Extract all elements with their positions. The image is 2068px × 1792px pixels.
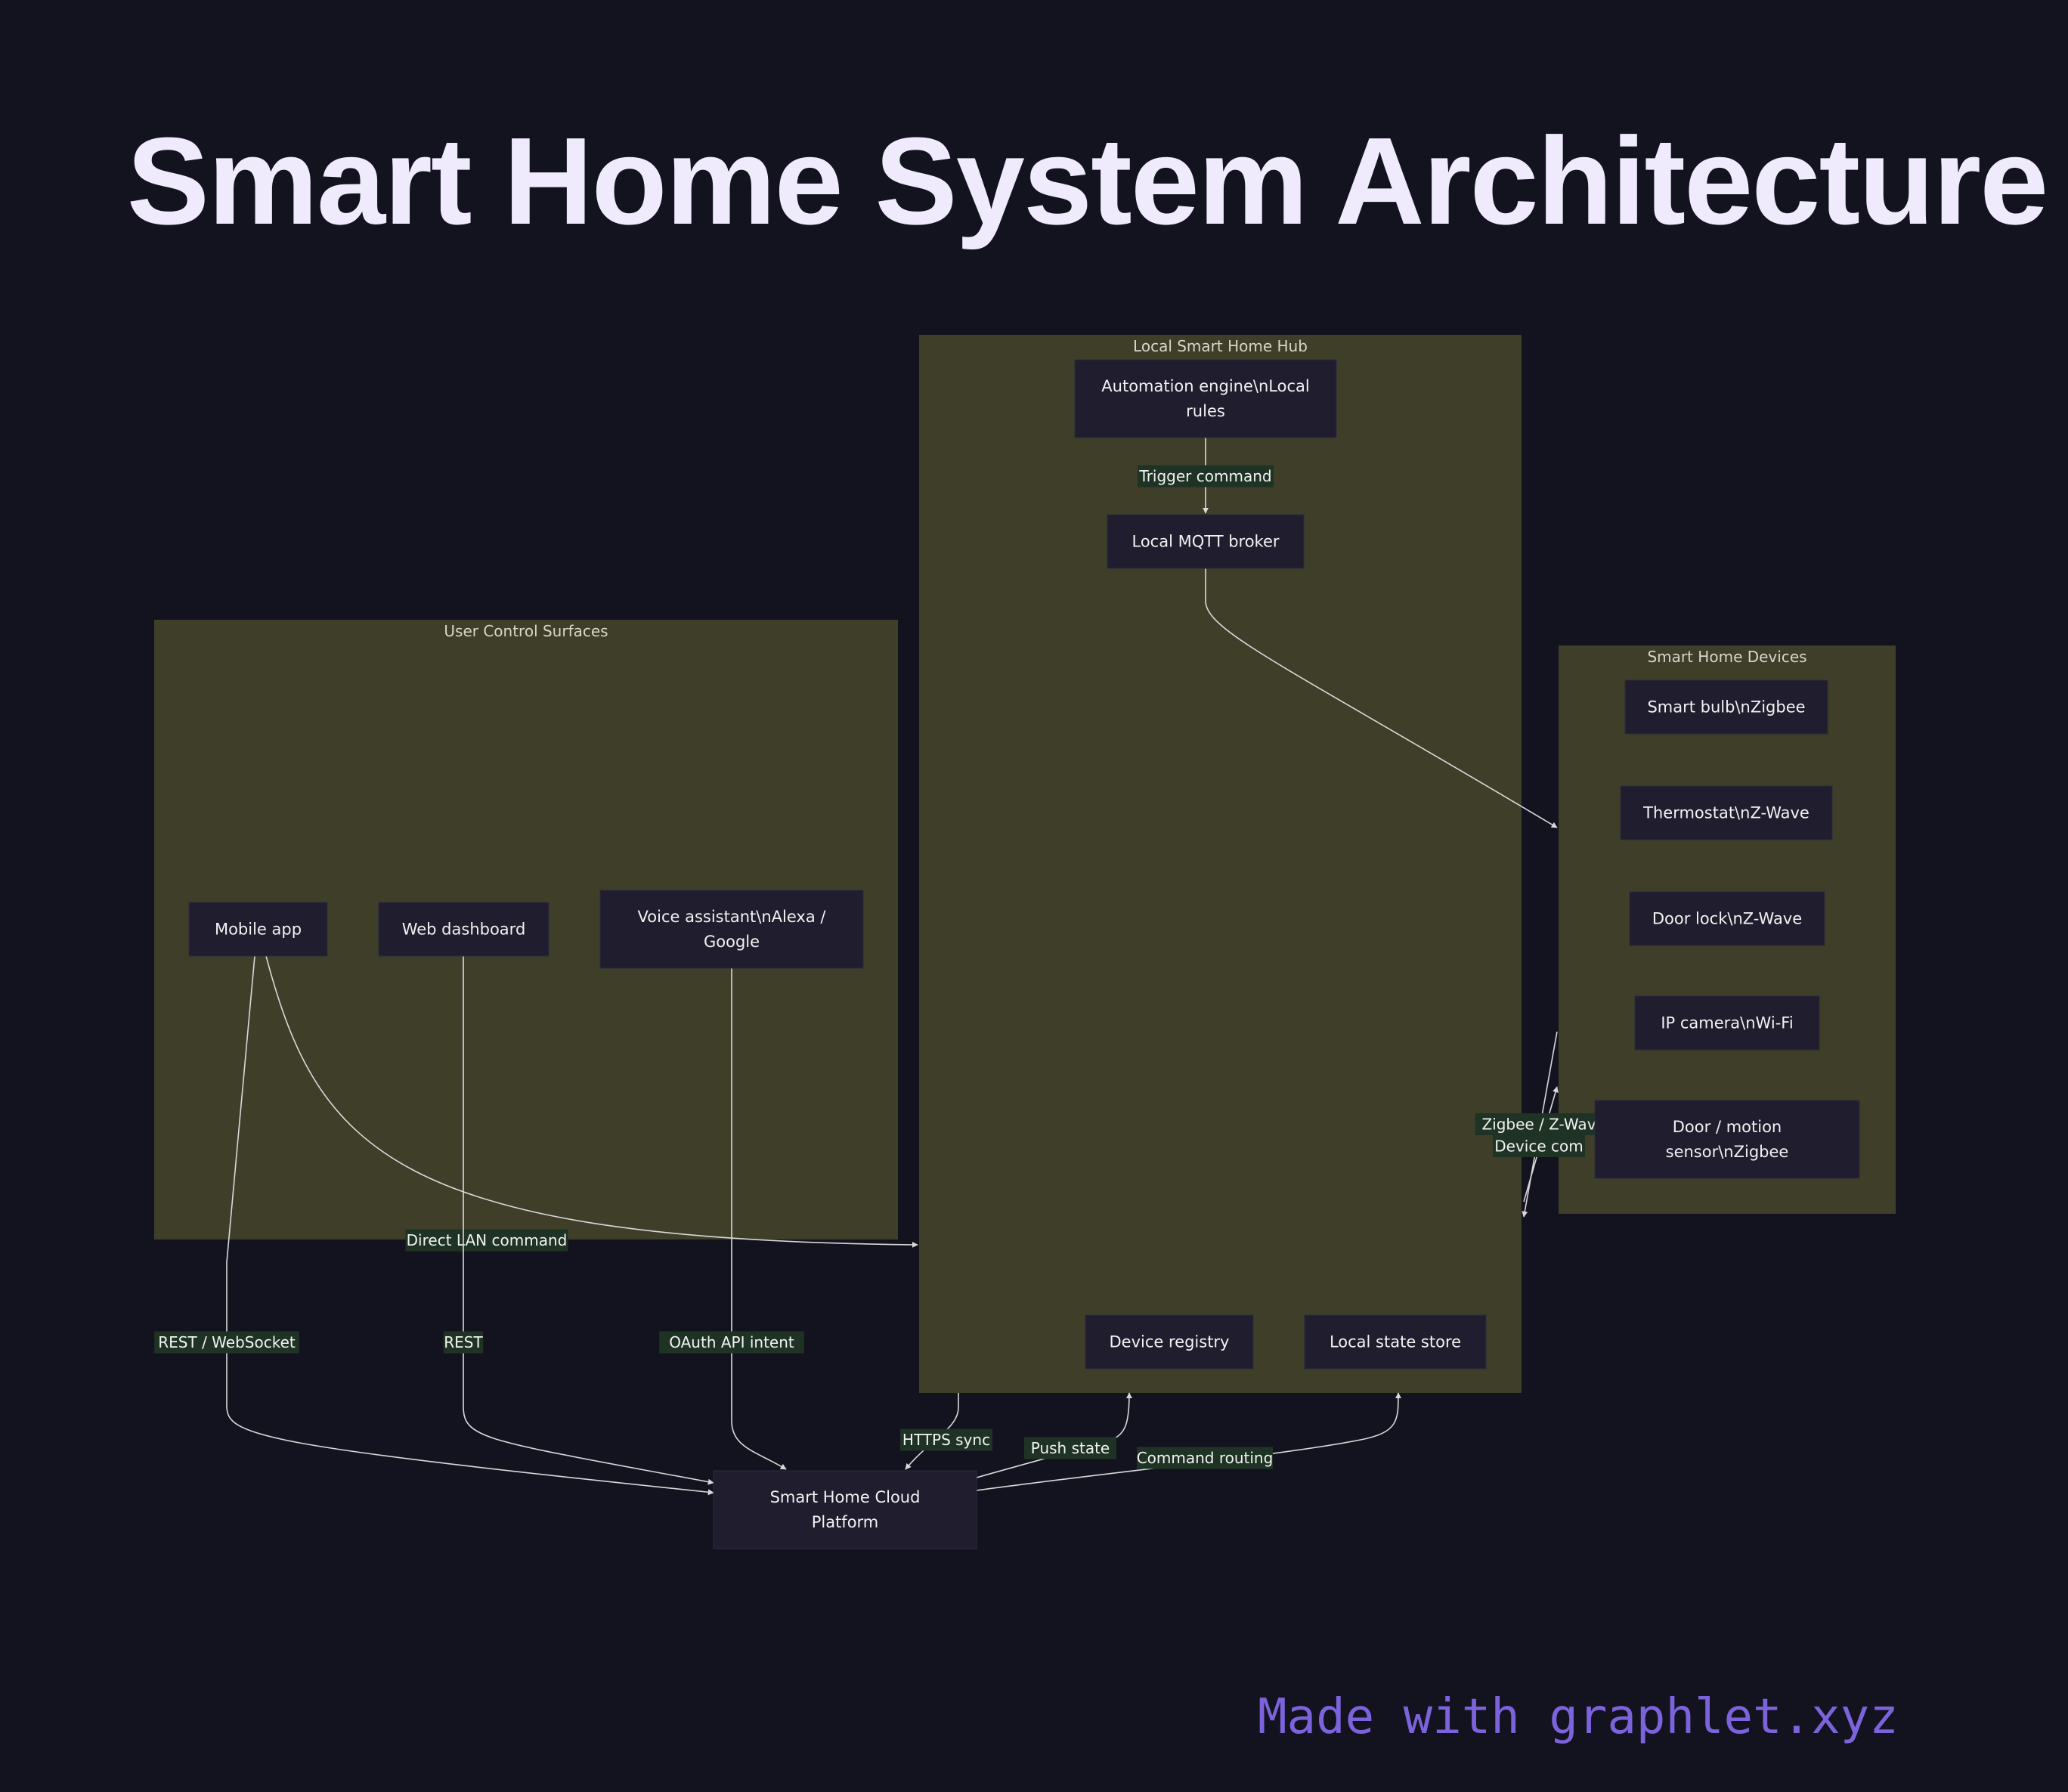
node-voice-label: Voice assistant\nAlexa / xyxy=(638,908,827,926)
node-state-box xyxy=(1304,1314,1487,1370)
node-mqtt: Local MQTT broker xyxy=(1107,514,1305,569)
edge-command-routing-label-bg xyxy=(1137,1447,1273,1469)
edge-lan-label: Direct LAN command xyxy=(407,1231,568,1249)
edge-command-routing: Command routing xyxy=(976,1392,1401,1491)
edge-lan-label-bg xyxy=(405,1229,568,1252)
edge-trigger-label-bg xyxy=(1138,465,1274,487)
node-state: Local state store xyxy=(1304,1314,1487,1370)
edge-rest-ws: REST / WebSocket xyxy=(154,955,714,1496)
edge-rest-line xyxy=(463,956,714,1485)
node-sensor-label: sensor\nZigbee xyxy=(1666,1143,1789,1161)
page-title: Smart Home System Architecture xyxy=(126,112,2049,250)
group-hub: Local Smart Home Hub xyxy=(919,335,1522,1393)
edge-zigbee-label: Zigbee / Z-Wav xyxy=(1481,1116,1596,1134)
edge-trigger: Trigger command xyxy=(1138,438,1274,514)
group-devices-label: Smart Home Devices xyxy=(1647,648,1806,666)
node-mqtt-label: Local MQTT broker xyxy=(1132,533,1279,551)
node-mobile-box xyxy=(188,902,328,957)
edge-lan: Direct LAN command xyxy=(265,955,918,1252)
edge-command-routing-label: Command routing xyxy=(1137,1449,1274,1467)
edge-push-state: Push state xyxy=(976,1392,1132,1478)
node-automation-label: rules xyxy=(1186,402,1225,420)
node-automation: Automation engine\nLocal rules xyxy=(1074,359,1337,438)
edge-rest-label: REST xyxy=(444,1333,483,1351)
edge-rest-ws-label: REST / WebSocket xyxy=(158,1333,296,1351)
edge-mqtt-devices-line xyxy=(1205,568,1558,828)
edge-rest-ws-label-bg xyxy=(154,1331,299,1354)
node-thermostat: Thermostat\nZ-Wave xyxy=(1620,785,1833,840)
edge-zigbee-label: Device com xyxy=(1494,1137,1583,1156)
edge-lan-line xyxy=(265,955,918,1248)
edge-mqtt-devices xyxy=(1205,568,1558,828)
node-mqtt-box xyxy=(1107,514,1305,569)
node-automation-box xyxy=(1074,359,1337,438)
node-lock-label: Door lock\nZ-Wave xyxy=(1652,910,1802,928)
node-cloud-label: Smart Home Cloud xyxy=(770,1488,921,1506)
node-sensor-box xyxy=(1594,1100,1860,1179)
node-voice-box xyxy=(599,890,864,969)
edge-rest-label-bg xyxy=(443,1331,484,1354)
edge-rest: REST xyxy=(443,956,714,1485)
edge-trigger-label: Trigger command xyxy=(1138,467,1271,485)
edge-command-routing-line xyxy=(976,1392,1401,1491)
node-state-label: Local state store xyxy=(1330,1333,1461,1351)
edge-oauth-label: OAuth API intent xyxy=(669,1333,794,1351)
edge-zigbee-label-bg xyxy=(1493,1135,1585,1157)
edge-rest-ws-line xyxy=(226,955,714,1496)
node-web: Web dashboard xyxy=(378,902,550,957)
node-web-box xyxy=(378,902,550,957)
edge-oauth-label-bg xyxy=(659,1331,804,1354)
node-camera: IP camera\nWi-Fi xyxy=(1634,995,1820,1051)
node-registry-box xyxy=(1085,1314,1254,1370)
group-hub-label: Local Smart Home Hub xyxy=(1133,337,1308,355)
node-cloud-label: Platform xyxy=(812,1513,879,1531)
node-camera-label: IP camera\nWi-Fi xyxy=(1661,1014,1793,1032)
node-sensor: Door / motion sensor\nZigbee xyxy=(1594,1100,1860,1179)
edge-oauth-line xyxy=(731,968,787,1470)
node-voice-label: Google xyxy=(704,933,760,951)
node-thermostat-label: Thermostat\nZ-Wave xyxy=(1642,804,1810,822)
edge-push-state-label-bg xyxy=(1024,1437,1116,1459)
edge-push-state-label: Push state xyxy=(1031,1439,1110,1457)
node-thermostat-box xyxy=(1620,785,1833,840)
node-camera-box xyxy=(1634,995,1820,1051)
edge-https-sync-label-bg xyxy=(900,1428,992,1451)
group-hub-box xyxy=(919,335,1522,1393)
footer-credit: Made with graphlet.xyz xyxy=(1258,1689,1899,1745)
node-bulb-label: Smart bulb\nZigbee xyxy=(1647,698,1805,716)
node-registry-label: Device registry xyxy=(1110,1333,1230,1351)
node-automation-label: Automation engine\nLocal xyxy=(1101,377,1309,395)
node-sensor-label: Door / motion xyxy=(1673,1118,1782,1136)
edge-push-state-line xyxy=(976,1392,1132,1478)
node-mobile-label: Mobile app xyxy=(215,921,302,939)
node-voice: Voice assistant\nAlexa / Google xyxy=(599,890,864,969)
node-bulb: Smart bulb\nZigbee xyxy=(1624,679,1828,735)
node-lock: Door lock\nZ-Wave xyxy=(1629,891,1825,946)
node-web-label: Web dashboard xyxy=(402,921,526,939)
node-mobile: Mobile app xyxy=(188,902,328,957)
edge-zigbee-label-bg xyxy=(1475,1113,1603,1135)
edge-oauth: OAuth API intent xyxy=(659,968,804,1470)
node-registry: Device registry xyxy=(1085,1314,1254,1370)
node-cloud-box xyxy=(713,1470,977,1549)
node-bulb-box xyxy=(1624,679,1828,735)
edge-https-sync-label: HTTPS sync xyxy=(902,1431,990,1449)
edge-https-sync: HTTPS sync xyxy=(900,1393,992,1470)
group-surfaces-label: User Control Surfaces xyxy=(444,622,608,640)
node-lock-box xyxy=(1629,891,1825,946)
